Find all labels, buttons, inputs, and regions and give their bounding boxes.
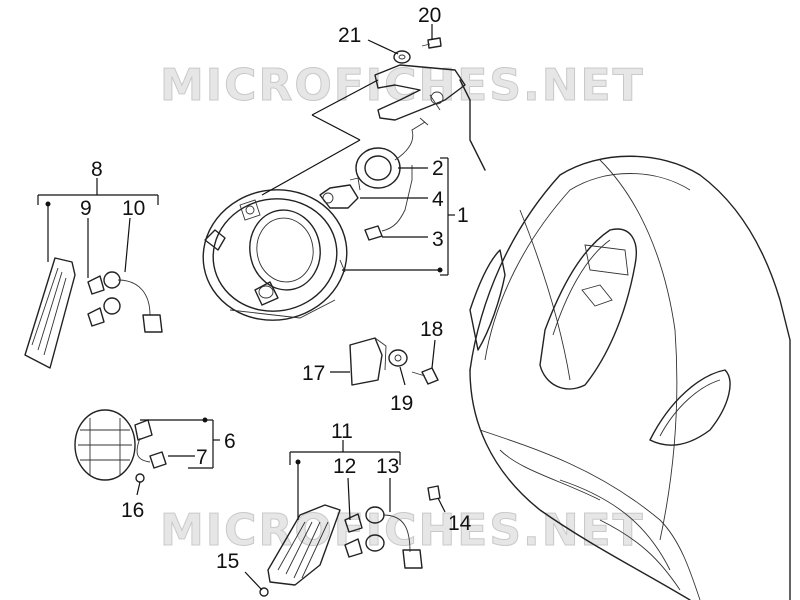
callout-18: 18 <box>420 318 443 341</box>
callout-9: 9 <box>80 197 92 220</box>
screw-16 <box>135 473 145 483</box>
callout-10: 10 <box>122 197 145 220</box>
left-turn-light-assembly <box>24 257 163 369</box>
callout-12: 12 <box>333 455 356 478</box>
callout-8: 8 <box>91 158 103 181</box>
screw-18 <box>411 367 439 385</box>
watermark-top: MICROFICHES.NET <box>160 60 645 111</box>
callout-15: 15 <box>216 550 239 573</box>
callout-19: 19 <box>390 392 413 415</box>
callout-14: 14 <box>448 512 472 535</box>
front-shield <box>469 155 791 600</box>
callout-2: 2 <box>432 157 444 180</box>
screw-15 <box>259 587 269 597</box>
parking-bulb <box>364 165 413 241</box>
leader-lines <box>37 24 455 591</box>
callout-labels: 20 21 2 4 1 3 8 9 10 18 17 19 6 7 16 11 … <box>80 4 472 573</box>
rubber-mount-17 <box>349 337 387 386</box>
callout-3: 3 <box>432 228 444 251</box>
callout-11: 11 <box>331 420 353 443</box>
headlight-bracket <box>374 64 486 171</box>
callout-7: 7 <box>196 446 208 469</box>
headlight-bulb <box>319 177 361 209</box>
callout-13: 13 <box>376 455 399 478</box>
rear-light-assembly <box>74 409 167 481</box>
watermark-bottom: MICROFICHES.NET <box>160 505 645 556</box>
right-turn-light-assembly <box>267 485 441 586</box>
callout-17: 17 <box>302 362 325 385</box>
callout-4: 4 <box>432 188 444 211</box>
washer-19 <box>388 349 408 367</box>
callout-20: 20 <box>418 4 441 27</box>
screw-20 <box>421 37 442 49</box>
callout-21: 21 <box>338 24 361 47</box>
reference-dots <box>45 201 443 465</box>
callout-1: 1 <box>457 204 469 227</box>
headlight-housing <box>202 189 348 321</box>
washer-21 <box>393 50 411 64</box>
callout-16: 16 <box>121 499 144 522</box>
callout-6: 6 <box>224 430 236 453</box>
bulb-socket-cap <box>355 121 426 189</box>
